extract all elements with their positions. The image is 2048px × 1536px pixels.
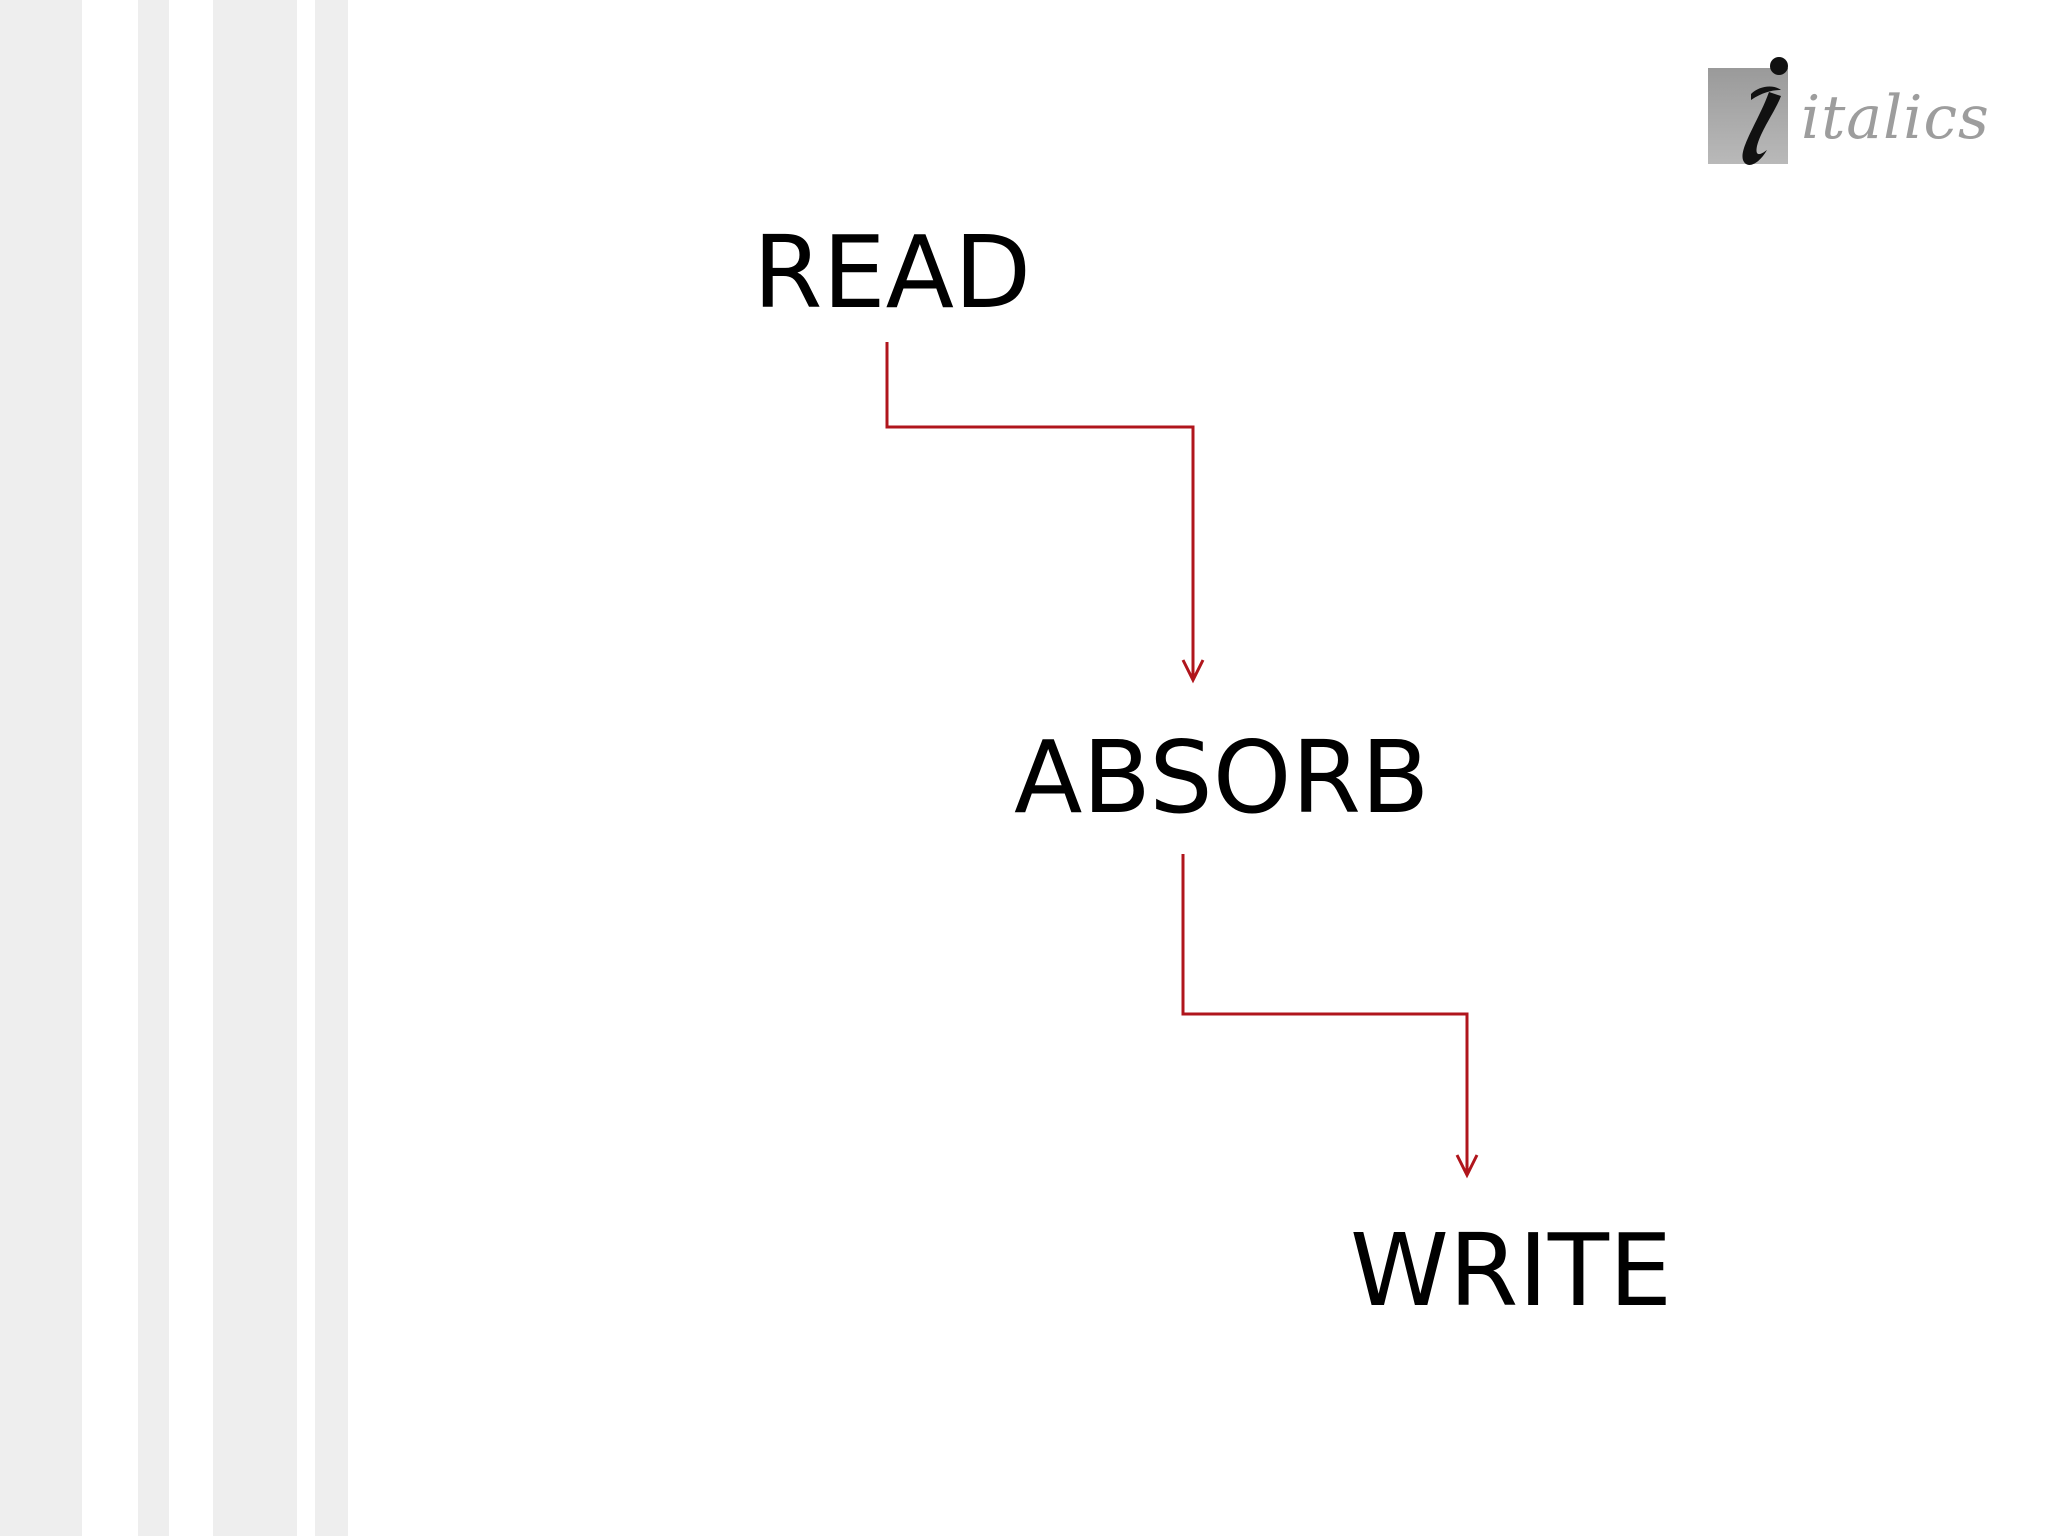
stylized-i-icon <box>1742 57 1788 165</box>
edge-absorb-to-write <box>1181 854 1469 1172</box>
arrowhead-absorb <box>1181 659 1205 684</box>
node-read-label: READ <box>753 214 1032 331</box>
arrowhead-write <box>1455 1154 1479 1179</box>
logo-text: italics <box>1801 83 1990 153</box>
background-stripe <box>213 0 297 1536</box>
node-write-label: WRITE <box>1350 1212 1673 1329</box>
background-stripe <box>315 0 348 1536</box>
background-stripe <box>138 0 169 1536</box>
italics-logo: italics <box>1705 34 1995 170</box>
node-absorb-label: ABSORB <box>1014 719 1430 836</box>
edge-read-to-absorb <box>885 342 1195 677</box>
background-stripe <box>0 0 82 1536</box>
